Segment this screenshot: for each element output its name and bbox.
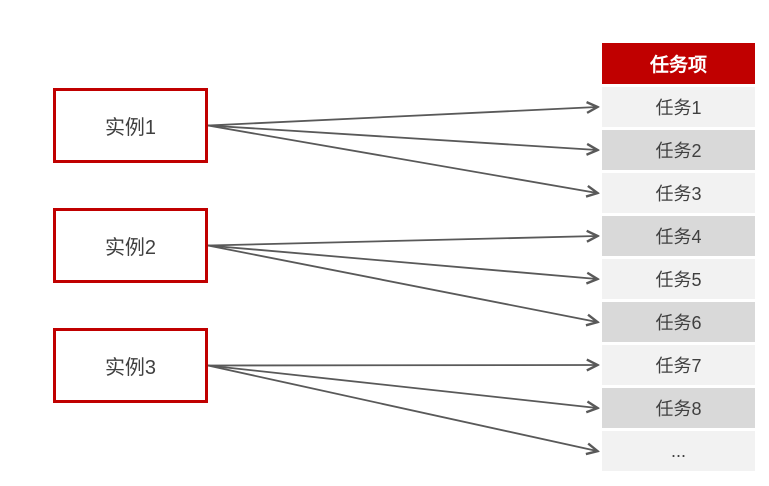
task-row-7: 任务7 <box>602 345 755 385</box>
task-row-9: ... <box>602 431 755 471</box>
instance-box-3: 实例3 <box>53 328 208 403</box>
task-row-6: 任务6 <box>602 302 755 342</box>
arrow-instance2-task5 <box>207 244 597 280</box>
instance-label-2: 实例2 <box>104 237 157 259</box>
arrow-instance3-task8 <box>207 364 597 409</box>
task-row-4: 任务4 <box>602 216 755 256</box>
arrow-instance1-task3 <box>207 124 597 194</box>
instance-box-2: 实例2 <box>53 208 208 283</box>
arrow-instance2-task4 <box>207 236 597 247</box>
arrow-instance3-task9 <box>207 364 597 452</box>
instance-box-1: 实例1 <box>53 88 208 163</box>
arrow-instance2-task6 <box>207 244 597 323</box>
arrow-instance1-task2 <box>207 124 597 151</box>
task-row-2: 任务2 <box>602 130 755 170</box>
instance-label-1: 实例1 <box>104 117 157 139</box>
instance-label-3: 实例3 <box>104 357 157 379</box>
arrow-instance3-task7 <box>207 365 597 366</box>
arrow-instance1-task1 <box>207 107 597 127</box>
task-row-5: 任务5 <box>602 259 755 299</box>
task-row-1: 任务1 <box>602 87 755 127</box>
task-table-header: 任务项 <box>602 43 755 84</box>
task-row-3: 任务3 <box>602 173 755 213</box>
task-row-8: 任务8 <box>602 388 755 428</box>
